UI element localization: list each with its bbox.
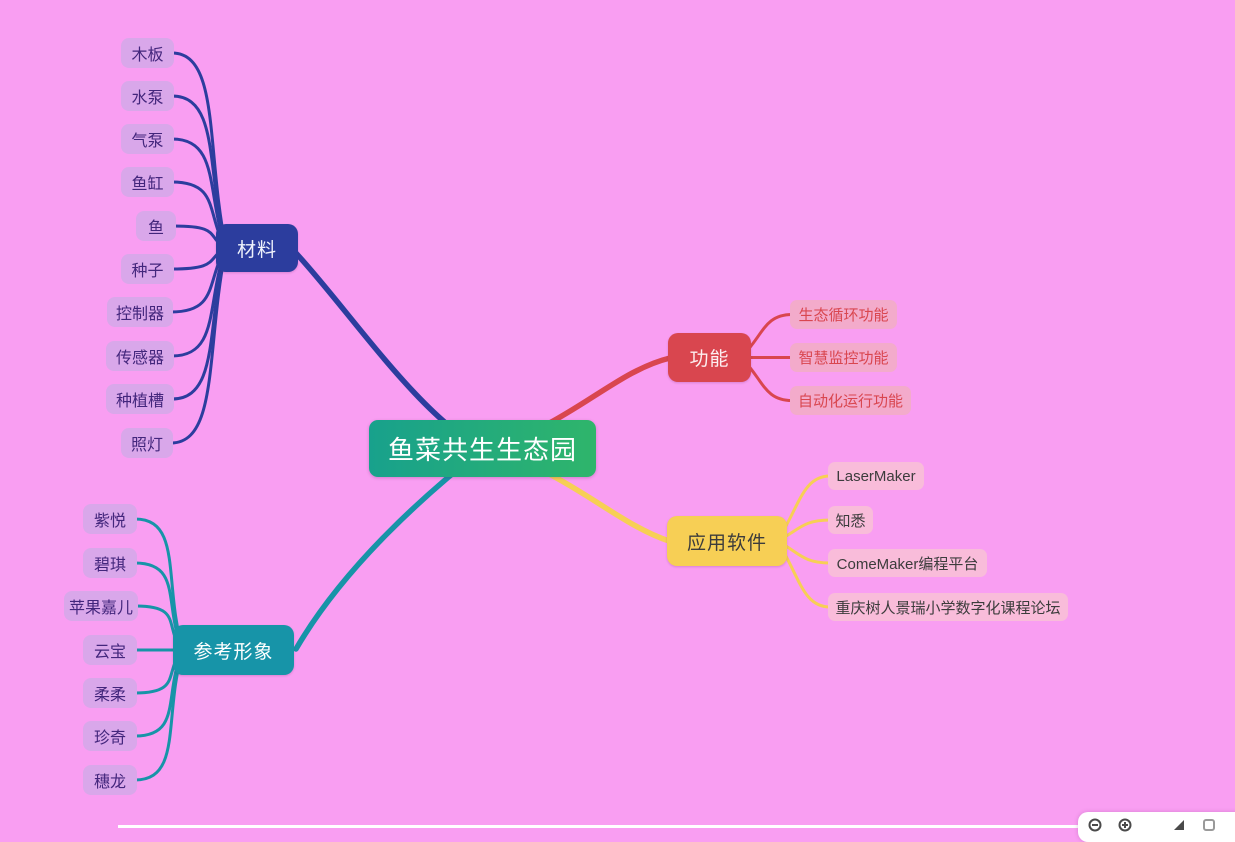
mindmap-root-node[interactable]: 鱼菜共生生态园	[369, 420, 596, 477]
mindmap-child-node[interactable]: 云宝	[83, 635, 137, 665]
zoom-in-icon[interactable]	[1118, 818, 1132, 832]
mindmap-child-node[interactable]: 鱼	[136, 211, 176, 241]
horizontal-scrollbar-track[interactable]	[118, 825, 1235, 828]
mindmap-child-node[interactable]: 柔柔	[83, 678, 137, 708]
connector-line	[293, 446, 486, 652]
mindmap-branch-node-2[interactable]: 应用软件	[667, 516, 787, 566]
mindmap-branch-node-0[interactable]: 材料	[216, 224, 298, 272]
zoom-toolbar	[1078, 812, 1235, 842]
mindmap-branch-node-1[interactable]: 功能	[668, 333, 751, 382]
mindmap-child-node[interactable]: 碧琪	[83, 548, 137, 578]
mindmap-child-node[interactable]: 气泵	[121, 124, 174, 154]
mindmap-child-node[interactable]: 知悉	[828, 506, 873, 534]
mindmap-branch-node-3[interactable]: 参考形象	[173, 625, 294, 675]
mindmap-child-node[interactable]: 种子	[121, 254, 174, 284]
mindmap-child-node[interactable]: 鱼缸	[121, 167, 174, 197]
mindmap-child-node[interactable]: 照灯	[121, 428, 173, 458]
mindmap-child-node[interactable]: 重庆树人景瑞小学数字化课程论坛	[828, 593, 1068, 621]
connector-line	[170, 94, 228, 250]
mindmap-child-node[interactable]: 生态循环功能	[790, 300, 897, 329]
mindmap-child-node[interactable]: 控制器	[107, 297, 173, 327]
mindmap-child-node[interactable]: 自动化运行功能	[790, 386, 911, 415]
fullscreen-icon[interactable]	[1202, 818, 1216, 832]
mindmap-child-node[interactable]: 穗龙	[83, 765, 137, 795]
mindmap-child-node[interactable]: 水泵	[121, 81, 174, 111]
mindmap-child-node[interactable]: LaserMaker	[828, 462, 924, 490]
mindmap-child-node[interactable]: 苹果嘉儿	[64, 591, 138, 621]
mindmap-child-node[interactable]: 紫悦	[83, 504, 137, 534]
mindmap-child-node[interactable]: 传感器	[106, 341, 174, 371]
mindmap-child-node[interactable]: 珍奇	[83, 721, 137, 751]
connector-line	[169, 246, 228, 445]
mindmap-child-node[interactable]: 智慧监控功能	[790, 343, 897, 372]
mindmap-child-node[interactable]: ComeMaker编程平台	[828, 549, 987, 577]
zoom-out-icon[interactable]	[1088, 818, 1102, 832]
mindmap-child-node[interactable]: 种植槽	[106, 384, 174, 414]
mindmap-child-node[interactable]: 木板	[121, 38, 174, 68]
connector-line	[170, 246, 228, 401]
fit-screen-icon[interactable]	[1172, 818, 1186, 832]
